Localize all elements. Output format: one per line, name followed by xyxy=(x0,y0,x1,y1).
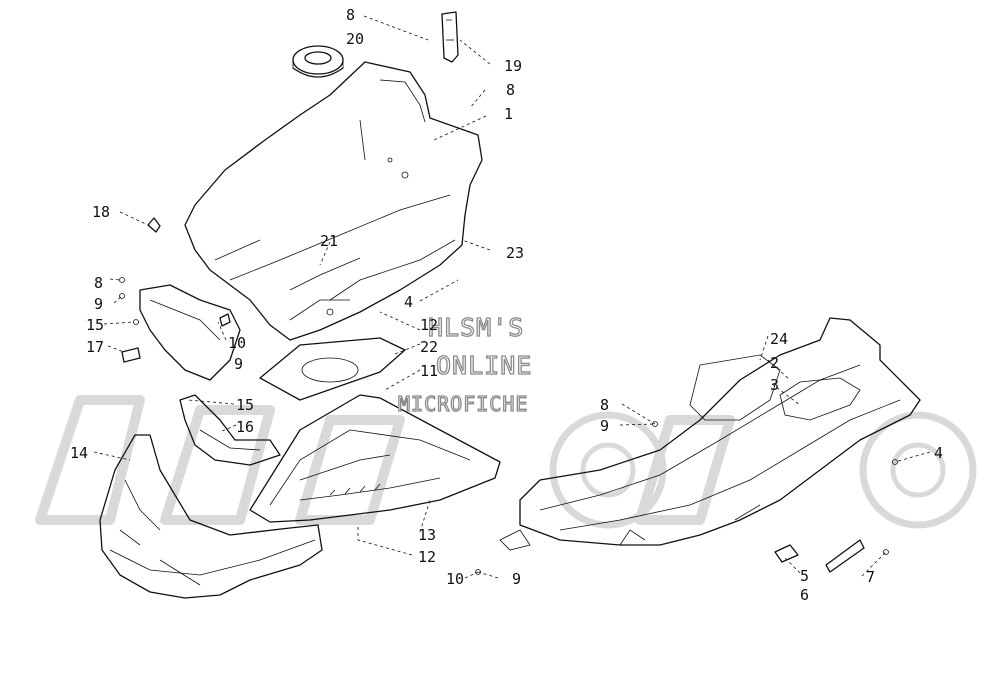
callout-7: 7 xyxy=(866,568,875,586)
part-ring xyxy=(292,45,344,78)
callout-10: 10 xyxy=(228,334,246,352)
callout-19: 19 xyxy=(504,57,522,75)
part-nose-cone xyxy=(99,434,323,599)
callout-24: 24 xyxy=(770,330,788,348)
part-fasteners-left xyxy=(119,277,231,363)
callout-20: 20 xyxy=(346,30,364,48)
part-floor-plate xyxy=(259,308,406,401)
callout-12: 12 xyxy=(418,548,436,566)
part-decal-right xyxy=(774,539,889,573)
callout-9: 9 xyxy=(512,570,521,588)
callout-17: 17 xyxy=(86,338,104,356)
callout-1: 1 xyxy=(504,105,513,123)
callout-5: 5 xyxy=(800,567,809,585)
watermark: HLSM'S ONLINE MICROFICHE xyxy=(397,312,532,416)
leader-lines xyxy=(93,15,931,579)
callout-18: 18 xyxy=(92,203,110,221)
callout-16: 16 xyxy=(236,418,254,436)
part-bracket xyxy=(441,11,459,63)
callout-labels: 8 20 19 8 1 18 21 23 8 9 4 15 12 17 10 2… xyxy=(70,6,943,604)
watermark-line-3: MICROFICHE xyxy=(398,392,528,416)
part-fasteners-right xyxy=(475,421,898,575)
callout-2: 2 xyxy=(770,354,779,372)
callout-13: 13 xyxy=(418,526,436,544)
callout-4: 4 xyxy=(934,444,943,462)
callout-15: 15 xyxy=(86,316,104,334)
callout-8: 8 xyxy=(506,81,515,99)
callout-9: 9 xyxy=(600,417,609,435)
callout-8: 8 xyxy=(600,396,609,414)
background-logo xyxy=(35,395,977,529)
callout-22: 22 xyxy=(420,338,438,356)
callout-14: 14 xyxy=(70,444,88,462)
part-clip xyxy=(147,217,161,233)
callout-15: 15 xyxy=(236,396,254,414)
callout-23: 23 xyxy=(506,244,524,262)
callout-11: 11 xyxy=(420,362,438,380)
callout-3: 3 xyxy=(770,376,779,394)
callout-8: 8 xyxy=(346,6,355,24)
part-lower-bracket xyxy=(139,284,241,381)
callout-9: 9 xyxy=(234,355,243,373)
part-footrest xyxy=(249,394,501,523)
callout-10: 10 xyxy=(446,570,464,588)
callout-8: 8 xyxy=(94,274,103,292)
callout-12: 12 xyxy=(420,316,438,334)
callout-4: 4 xyxy=(404,293,413,311)
watermark-line-2: ONLINE xyxy=(436,351,532,380)
part-inner-panel xyxy=(179,394,281,466)
watermark-line-1: HLSM'S xyxy=(428,313,524,342)
callout-9: 9 xyxy=(94,295,103,313)
callout-6: 6 xyxy=(800,586,809,604)
part-belly-pan xyxy=(499,317,921,551)
part-side-panel xyxy=(184,61,483,341)
callout-21: 21 xyxy=(320,232,338,250)
